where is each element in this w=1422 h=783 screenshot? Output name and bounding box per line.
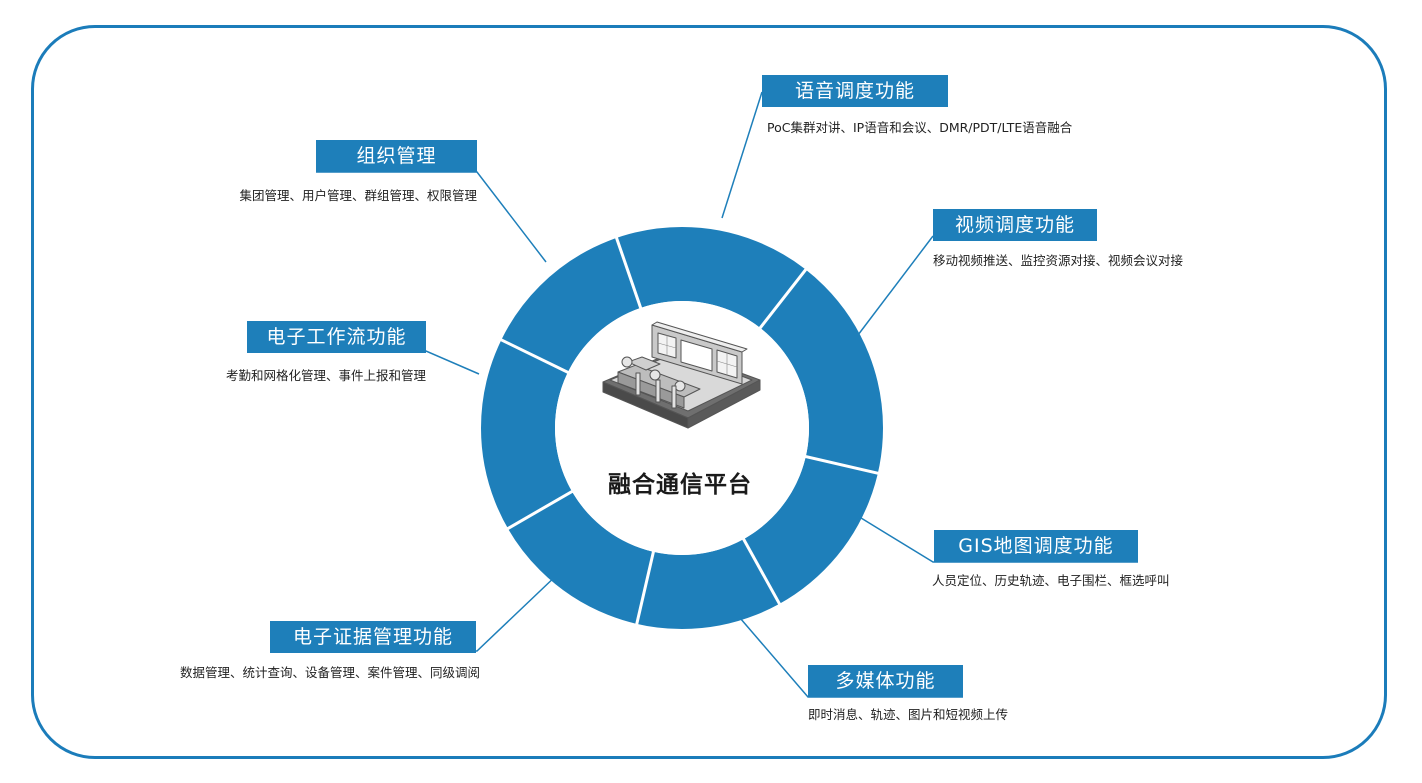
- gis-dispatch-desc: 人员定位、历史轨迹、电子围栏、框选呼叫: [932, 573, 1170, 588]
- workflow-label: 电子工作流功能: [247, 321, 426, 353]
- connector-multimedia: [727, 603, 963, 698]
- center-title: 融合通信平台: [608, 472, 752, 498]
- connector-video: [857, 235, 934, 336]
- rounded-frame: [31, 25, 1387, 759]
- ring-hole: [555, 301, 809, 555]
- evidence-management-desc: 数据管理、统计查询、设备管理、案件管理、同级调阅: [179, 665, 480, 680]
- gis-dispatch-label: GIS地图调度功能: [934, 530, 1138, 562]
- voice-dispatch-desc: PoC集群对讲、IP语音和会议、DMR/PDT/LTE语音融合: [767, 120, 1073, 135]
- connector-voice: [721, 91, 763, 219]
- video-dispatch-desc: 移动视频推送、监控资源对接、视频会议对接: [933, 253, 1184, 268]
- workflow-desc: 考勤和网格化管理、事件上报和管理: [225, 368, 426, 383]
- ring-band: [481, 227, 883, 629]
- connector-org: [316, 171, 547, 263]
- multimedia-label: 多媒体功能: [808, 665, 963, 697]
- ring: [481, 227, 886, 632]
- video-dispatch-label: 视频调度功能: [933, 209, 1097, 241]
- evidence-management-label: 电子证据管理功能: [270, 621, 476, 653]
- connector-gis: [847, 509, 1138, 563]
- org-management-desc: 集团管理、用户管理、群组管理、权限管理: [239, 188, 477, 203]
- multimedia-desc: 即时消息、轨迹、图片和短视频上传: [808, 707, 1009, 722]
- command-center-icon: [602, 321, 761, 429]
- voice-dispatch-label: 语音调度功能: [762, 75, 948, 107]
- org-management-label: 组织管理: [316, 140, 477, 172]
